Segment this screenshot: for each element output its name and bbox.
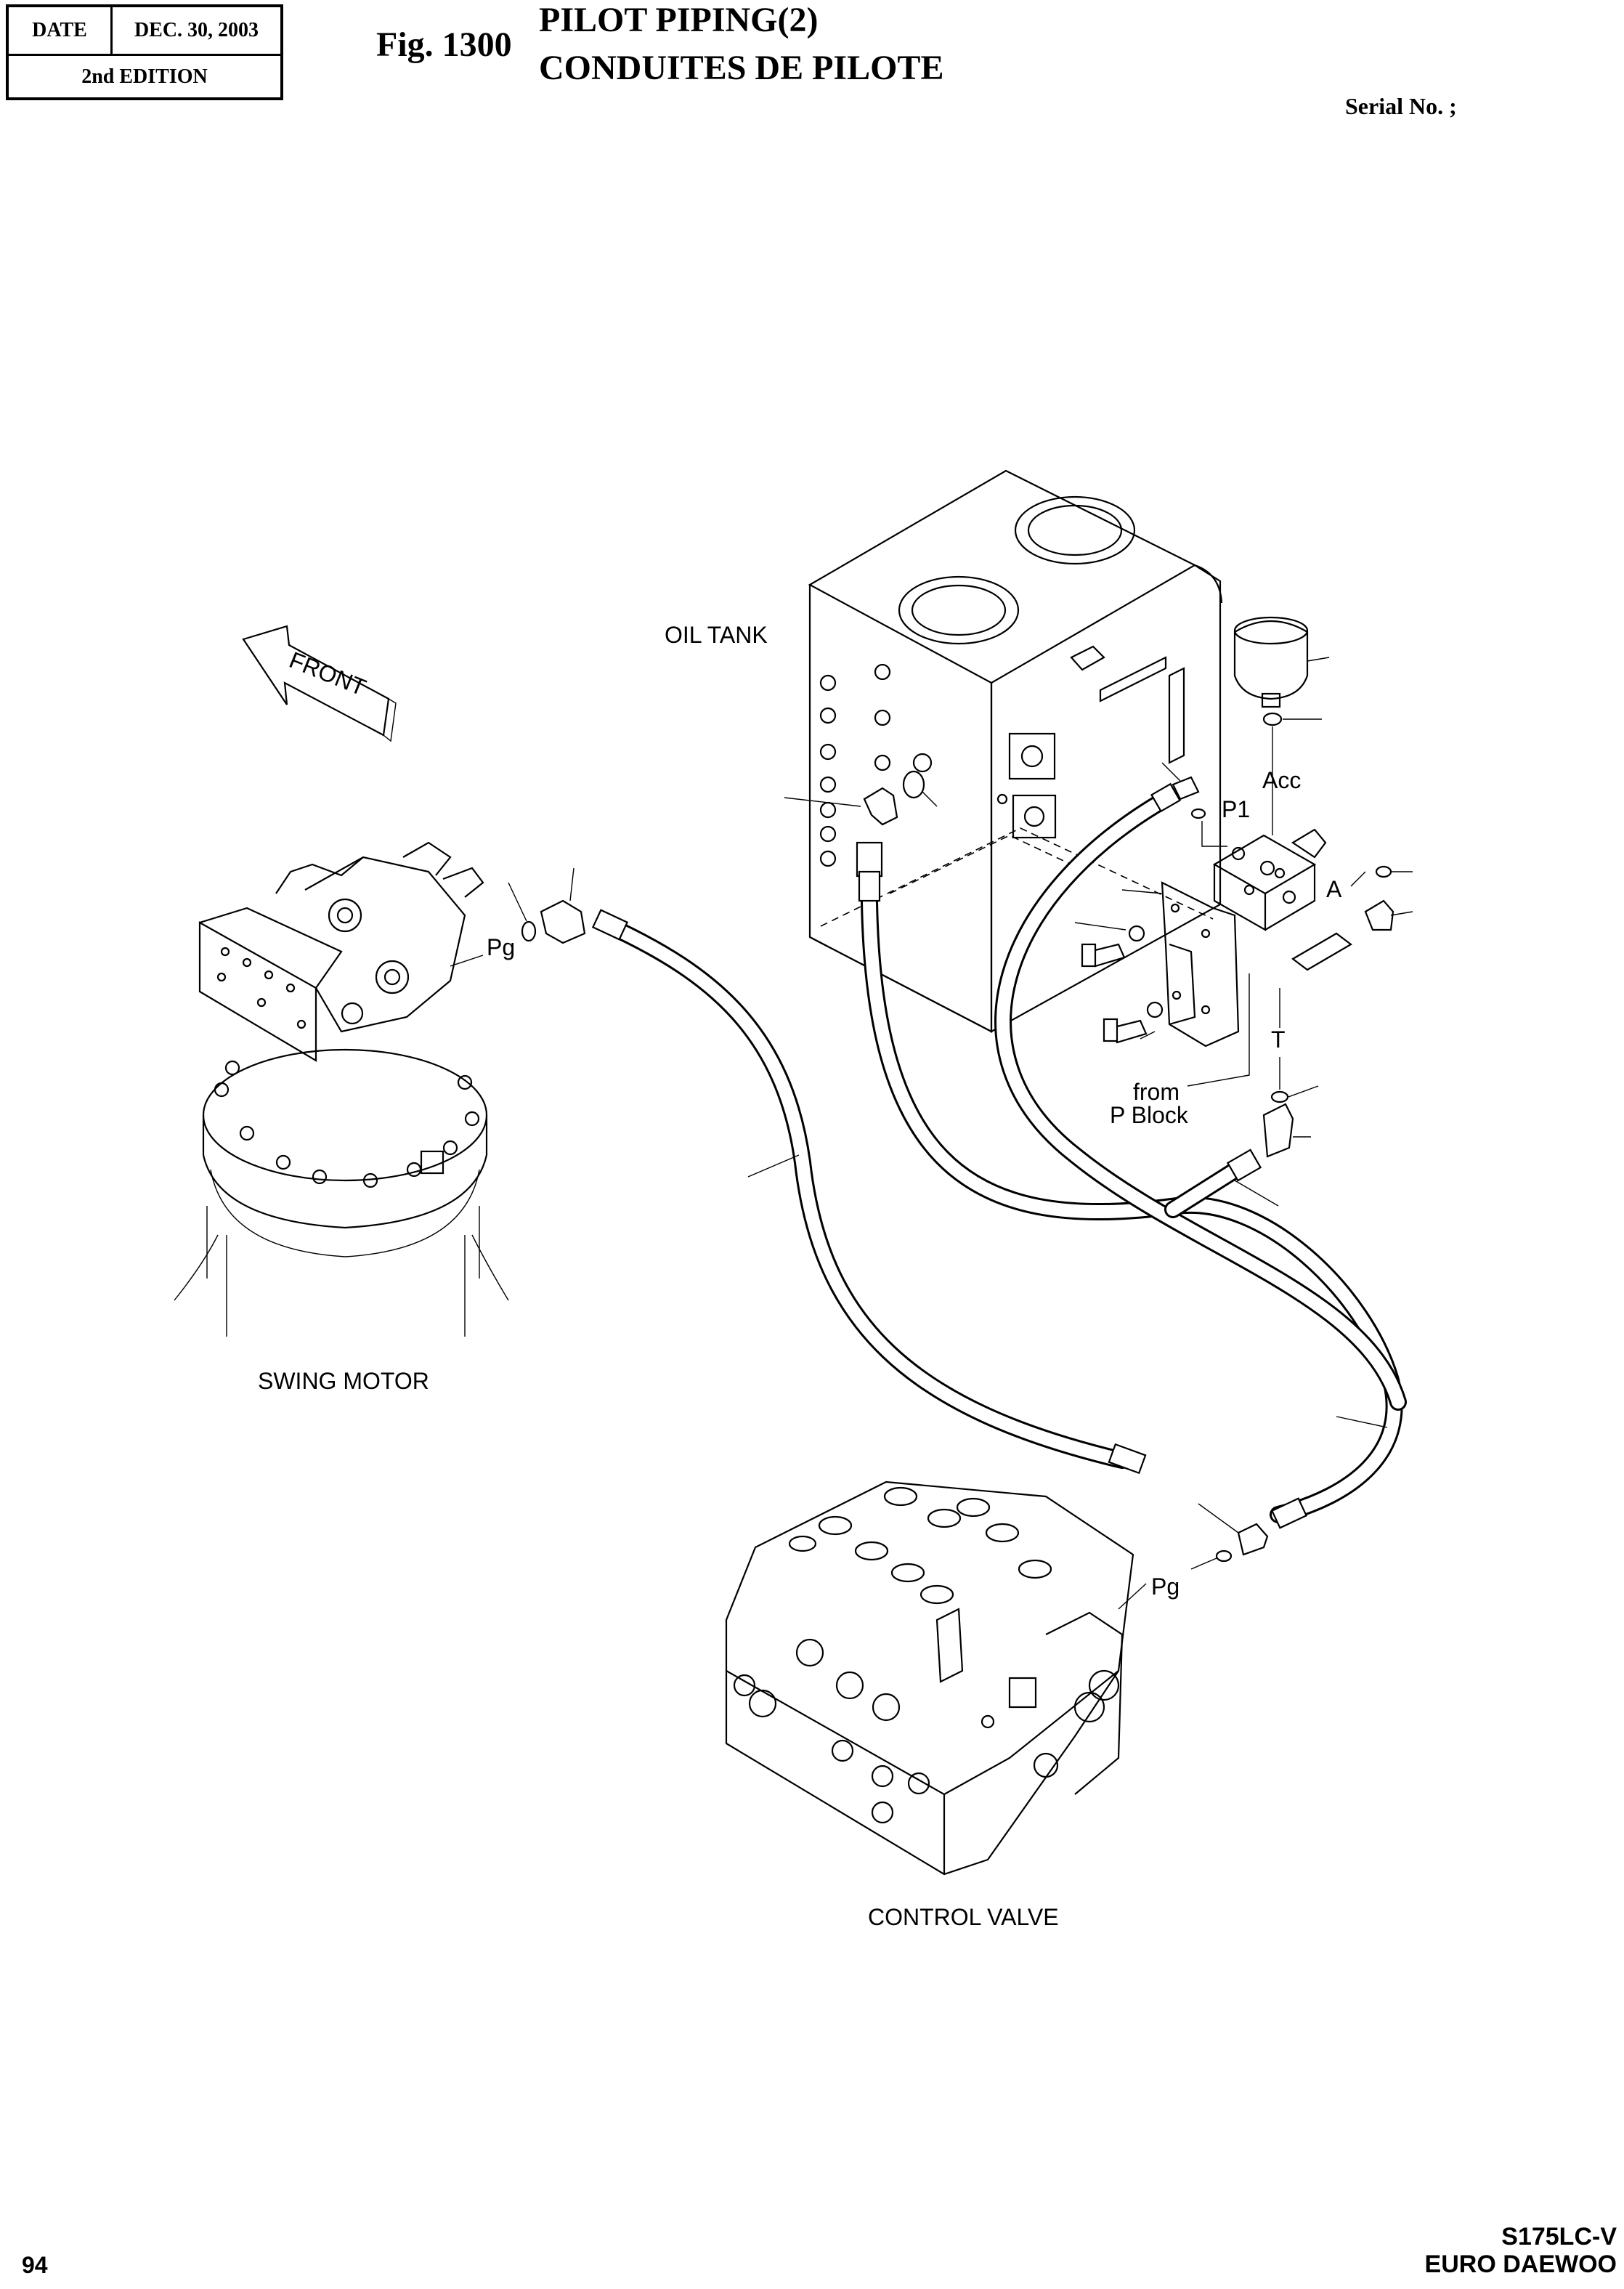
title-french: CONDUITES DE PILOTE	[539, 49, 944, 87]
swing-motor-label: SWING MOTOR	[258, 1368, 429, 1394]
date-row: DATE DEC. 30, 2003	[9, 7, 280, 56]
p-block-label: P Block	[1110, 1102, 1189, 1128]
pg-valve-label: Pg	[1151, 1573, 1180, 1600]
page-number: 94	[22, 2252, 48, 2278]
pilot-hoses	[591, 782, 1407, 1529]
edition-row: 2nd EDITION	[9, 54, 280, 100]
front-arrow: FRONT	[242, 625, 397, 742]
date-value: DEC. 30, 2003	[134, 19, 259, 41]
pg-motor-label: Pg	[487, 934, 515, 960]
model-info: S175LC-V EURO DAEWOO	[1425, 2223, 1617, 2278]
date-edition-box: DATE DEC. 30, 2003 2nd EDITION	[6, 4, 283, 100]
figure-number: Fig. 1300	[376, 25, 512, 64]
control-valve: CONTROL VALVE Pg	[725, 1480, 1269, 1930]
date-label: DATE	[9, 7, 113, 54]
oil-tank-label: OIL TANK	[665, 622, 768, 648]
swing-motor: SWING MOTOR Pg	[174, 841, 586, 1394]
p1-port-label: P1	[1222, 796, 1250, 822]
oil-tank: OIL TANK	[665, 469, 1223, 1033]
acc-port-label: Acc	[1262, 767, 1301, 793]
from-label: from	[1133, 1079, 1180, 1105]
front-label: FRONT	[285, 647, 370, 701]
pilot-block-assembly: Acc P1	[1074, 616, 1413, 1158]
serial-number-label: Serial No. ;	[1345, 93, 1457, 119]
model-name: S175LC-V	[1501, 2223, 1617, 2250]
title-english: PILOT PIPING(2)	[539, 1, 819, 39]
a-port-label: A	[1326, 876, 1342, 902]
edition-label: 2nd EDITION	[81, 65, 208, 88]
control-valve-label: CONTROL VALVE	[868, 1904, 1059, 1930]
brand-name: EURO DAEWOO	[1424, 2250, 1617, 2278]
t-port-label: T	[1271, 1026, 1286, 1053]
